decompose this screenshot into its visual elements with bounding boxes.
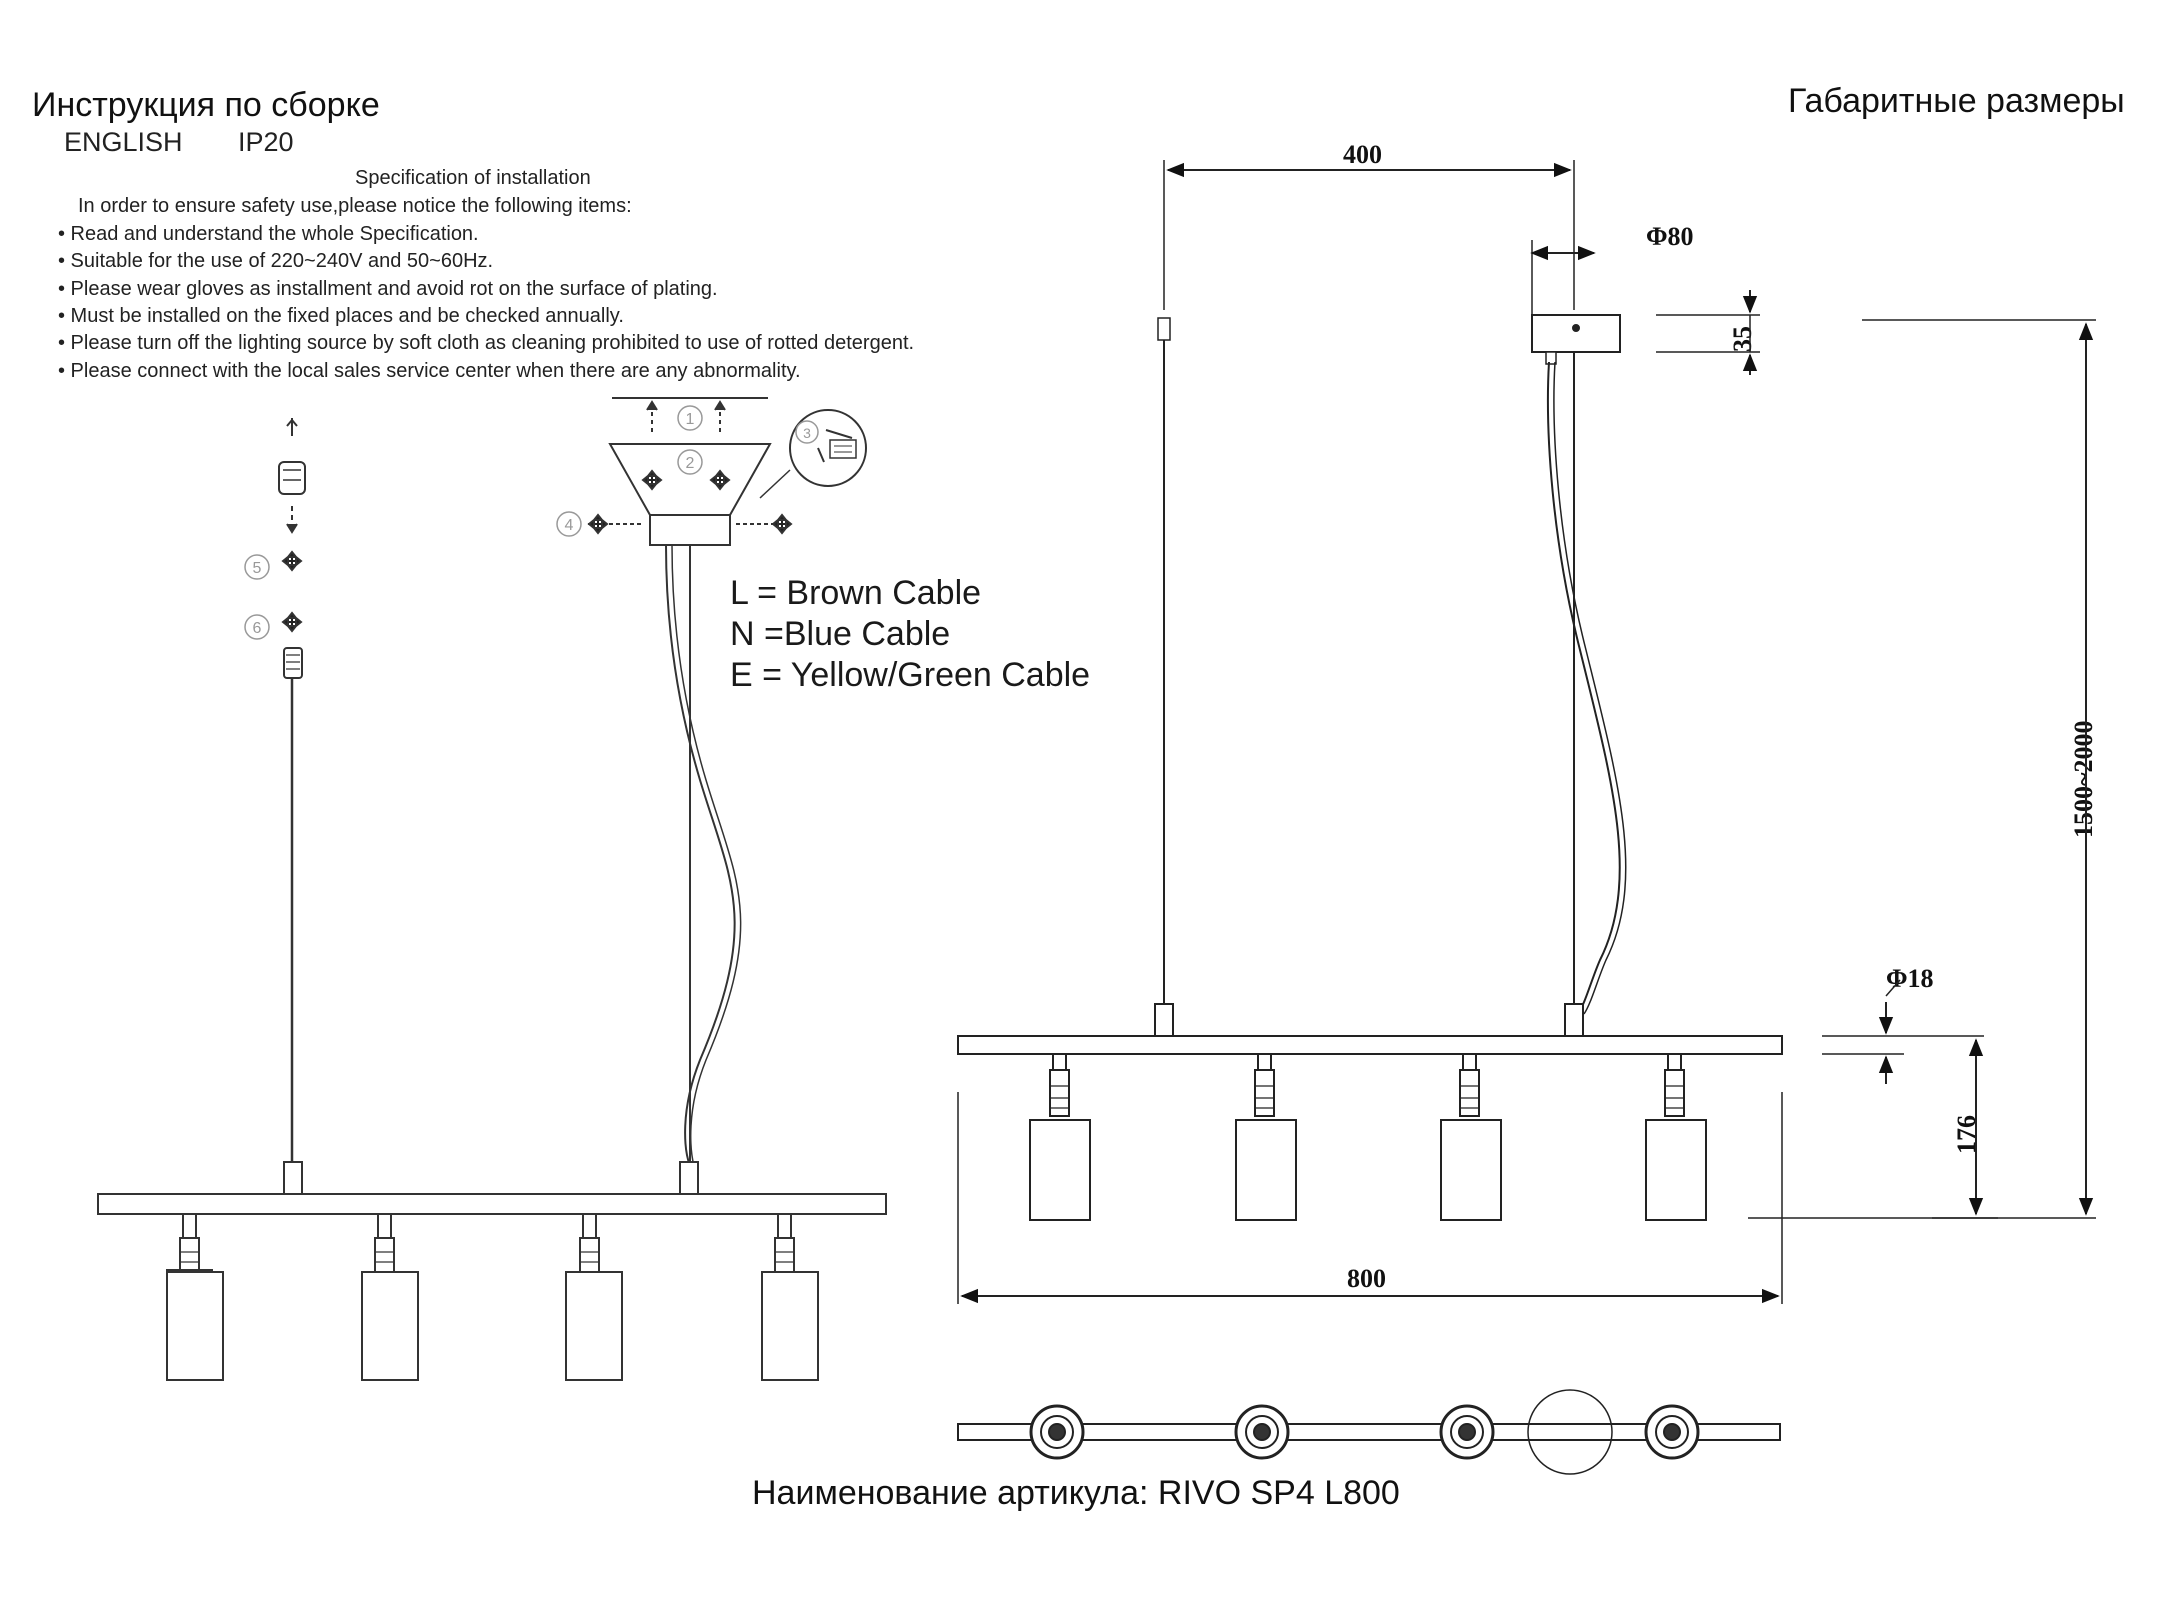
step-4-number: 4	[565, 517, 574, 534]
step-6-number: 6	[253, 620, 262, 637]
terminal-block-detail: 3	[759, 409, 867, 499]
spec-item: • Please turn off the lighting source by…	[58, 332, 915, 354]
lamp-head-2	[361, 1214, 419, 1381]
cable-gripper	[283, 647, 303, 679]
spec-title: Specification of installation	[355, 167, 591, 189]
spec-intro: In order to ensure safety use,please not…	[78, 195, 632, 217]
step-1-number: 1	[686, 411, 695, 428]
lamp-head-1	[166, 1214, 224, 1381]
cable-earth-label: E = Yellow/Green Cable	[730, 656, 1091, 694]
top-view-head-1	[1029, 1404, 1085, 1460]
canopy-assembly: 1 2 4 3	[556, 397, 867, 1168]
step-5-marker: 5	[244, 551, 302, 580]
dim-canopy-diameter: Φ80	[1646, 222, 1694, 251]
lamp-head-4	[761, 1214, 819, 1381]
wire-clamp-left	[283, 1161, 303, 1197]
dim-lamp-head-2	[1235, 1054, 1297, 1221]
top-view-head-2	[1234, 1404, 1290, 1460]
dim-lamp-head-3	[1440, 1054, 1502, 1221]
spec-item: • Please wear gloves as installment and …	[58, 278, 718, 300]
step-3-number: 3	[803, 425, 811, 441]
assembly-title: Инструкция по сборке	[32, 86, 380, 124]
step-6-marker: 6	[244, 612, 302, 640]
lamp-bar-dimension	[957, 1035, 1783, 1055]
dimensions-title: Габаритные размеры	[1788, 82, 2125, 120]
spec-item: • Must be installed on the fixed places …	[58, 305, 624, 327]
lamp-head-3	[565, 1214, 623, 1381]
canopy	[1531, 314, 1621, 353]
spec-item: • Please connect with the local sales se…	[58, 360, 801, 382]
cable-live-label: L = Brown Cable	[730, 574, 982, 612]
language-label: ENGLISH	[64, 127, 183, 157]
dim-lamp-head-1	[1029, 1054, 1091, 1221]
wire-clamp-right	[679, 1161, 699, 1197]
cable-neutral-label: N =Blue Cable	[730, 615, 951, 653]
dimensions-drawing	[957, 160, 2096, 1475]
dim-bar-length: 800	[1347, 1264, 1386, 1293]
dim-bar-diameter: Φ18	[1886, 964, 1934, 993]
spec-item: • Suitable for the use of 220~240V and 5…	[58, 250, 494, 272]
top-view-head-3	[1439, 1404, 1495, 1460]
article-name: Наименование артикула: RIVO SP4 L800	[752, 1474, 1400, 1512]
suspension-hook-icon	[278, 418, 306, 534]
lamp-bar	[97, 1193, 887, 1215]
ip-rating-label: IP20	[238, 127, 294, 157]
step-2-number: 2	[686, 455, 695, 472]
top-view-head-4	[1644, 1404, 1700, 1460]
top-view	[957, 1389, 1781, 1475]
spec-item: • Read and understand the whole Specific…	[58, 223, 479, 245]
dim-lamp-head-4	[1645, 1054, 1707, 1221]
installation-diagram: 5 6 1 2 4	[97, 397, 887, 1381]
step-5-number: 5	[253, 560, 262, 577]
